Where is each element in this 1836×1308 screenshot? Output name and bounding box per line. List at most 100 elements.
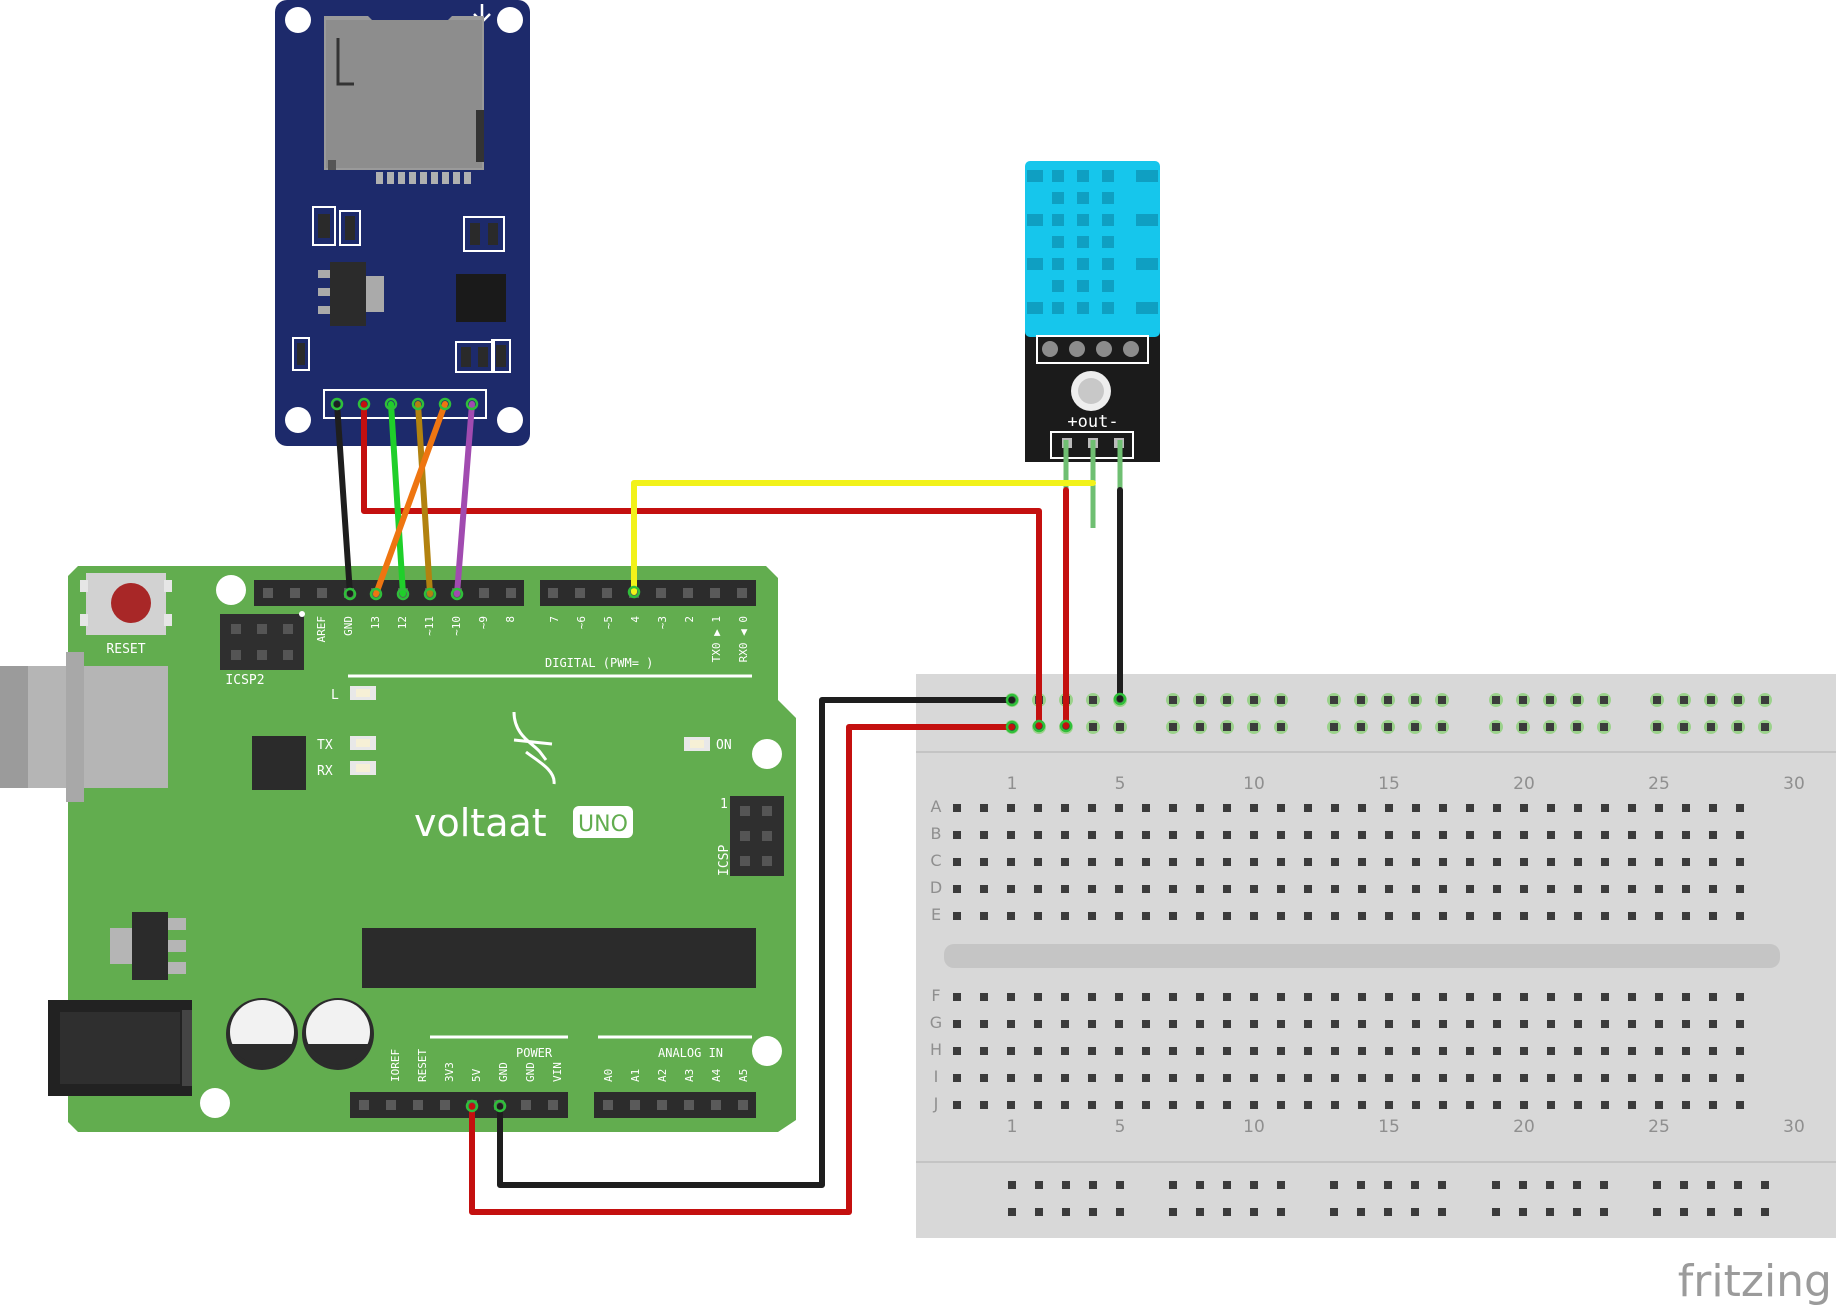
rail-hole [1519,1208,1527,1216]
breadboard-hole [1628,1020,1636,1028]
breadboard-hole [1682,1047,1690,1055]
breadboard-hole [1142,885,1150,893]
breadboard-hole [1142,1074,1150,1082]
icsp2-header [220,611,305,670]
breadboard-hole [1223,1101,1231,1109]
header-pin [710,588,720,598]
slot-contact [453,172,460,184]
breadboard-hole [1574,993,1582,1001]
rail-hole [1438,1208,1446,1216]
wire-end-connector [396,587,410,601]
pin-label: ~11 [423,616,436,636]
breadboard-hole [1655,1101,1663,1109]
breadboard-hole [1331,1020,1339,1028]
column-number: 1 [1007,774,1018,794]
grille-slot [1077,302,1089,314]
breadboard-hole [1547,1047,1555,1055]
rail-hole [1357,696,1365,704]
pin-label: 5V [470,1068,483,1082]
breadboard-hole [1466,1074,1474,1082]
analog-header [594,1092,756,1118]
breadboard-hole [1088,993,1096,1001]
header-pin [386,1100,396,1110]
breadboard-hole [1601,912,1609,920]
grille-slot [1052,258,1064,270]
breadboard-hole [1628,1074,1636,1082]
breadboard-hole [1088,912,1096,920]
breadboard-hole [1250,1074,1258,1082]
grille-slot [1052,302,1064,314]
breadboard-hole [1115,831,1123,839]
column-number: 15 [1378,1117,1400,1137]
breadboard-hole [1007,993,1015,1001]
rail-hole [1250,696,1258,704]
breadboard-hole [953,858,961,866]
row-letter: F [931,986,940,1005]
rail-hole [1169,696,1177,704]
breadboard-hole [1493,858,1501,866]
breadboard-hole [1196,885,1204,893]
arduino-uno-board: RESET ICSP2 DIGITAL (PWM= ) AREF [0,566,796,1132]
wire-yellow [631,480,1096,595]
slot-contact [409,172,416,184]
led-tx-label: TX [317,738,333,753]
breadboard-hole [1709,1074,1717,1082]
rail-hole [1062,1181,1070,1189]
sd-pin-header [323,389,487,419]
reset-button[interactable] [80,573,172,635]
breadboard-hole [1169,885,1177,893]
usb-chip [252,736,306,790]
voltaat-logo-icon [512,711,556,785]
header-pin [317,588,327,598]
breadboard-hole [1439,858,1447,866]
breadboard-hole [1304,858,1312,866]
rail-hole [1600,1181,1608,1189]
header-pin [359,1100,369,1110]
breadboard-hole [1655,804,1663,812]
rail-hole [1169,1181,1177,1189]
rail-hole [1438,1181,1446,1189]
power-jack [48,1000,192,1096]
rail-hole [1223,1208,1231,1216]
breadboard-hole [1007,885,1015,893]
breadboard-hole [1277,1047,1285,1055]
breadboard-hole [1250,858,1258,866]
slot-contact [442,172,449,184]
smd-resistor [455,341,495,373]
rail-hole [1250,723,1258,731]
grille-slot [1027,170,1043,182]
usb-connector [0,652,168,802]
breadboard-hole [1304,885,1312,893]
breadboard-hole [1412,1101,1420,1109]
breadboard-hole [1682,858,1690,866]
breadboard-hole [1412,831,1420,839]
breadboard-hole [1142,1047,1150,1055]
slot-contact [464,172,471,184]
breadboard-hole [1358,1101,1366,1109]
header-pin [290,588,300,598]
breadboard-hole [953,804,961,812]
grille-slot [1136,302,1158,314]
wire-end-connector [384,397,398,411]
grille-slot [1077,280,1089,292]
breadboard-hole [1682,885,1690,893]
breadboard-hole [1277,804,1285,812]
breadboard-column-numbers-bottom: 1 5 10 15 20 25 30 [1007,1117,1805,1137]
breadboard-hole [1385,1074,1393,1082]
rail-hole [1196,696,1204,704]
row-letter: I [934,1067,939,1086]
breadboard-hole [1709,858,1717,866]
rail-hole [1546,723,1554,731]
breadboard-hole [1655,1047,1663,1055]
breadboard-hole [1358,885,1366,893]
breadboard-hole [1736,1047,1744,1055]
breadboard-holes [953,804,1744,1109]
rail-hole [1411,723,1419,731]
breadboard-hole [1655,885,1663,893]
breadboard-hole [1358,912,1366,920]
slot-contact [420,172,427,184]
breadboard-hole [1736,831,1744,839]
breadboard-hole [1088,1074,1096,1082]
rail-hole [1680,1208,1688,1216]
sensor-housing [1025,161,1160,337]
